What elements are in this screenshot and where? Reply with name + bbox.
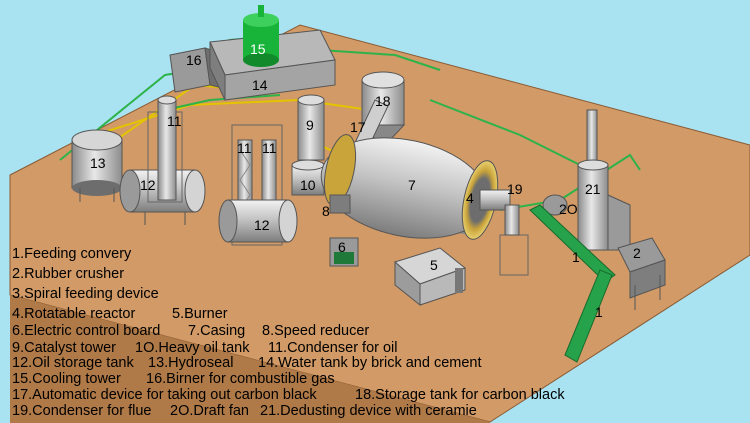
callout-13: 13 (90, 155, 106, 171)
legend-item-6: 6.Electric control board (12, 323, 160, 339)
callout-1-upper: 1 (572, 249, 580, 265)
legend-item-18: 18.Storage tank for carbon black (355, 387, 565, 403)
legend-item-7: 7.Casing (188, 323, 245, 339)
callout-12-right: 12 (254, 217, 270, 233)
callout-16: 16 (186, 52, 202, 68)
callout-6: 6 (338, 239, 346, 255)
callout-17: 17 (350, 119, 366, 135)
legend-item-10: 1O.Heavy oil tank (135, 340, 250, 356)
callout-19: 19 (507, 181, 523, 197)
legend-item-21: 21.Dedusting device with ceramie (260, 403, 477, 419)
legend-item-8: 8.Speed reducer (262, 323, 369, 339)
legend-item-15: 15.Cooling tower (12, 371, 121, 387)
cooling-tower-15 (243, 5, 279, 67)
callout-21: 21 (585, 181, 601, 197)
legend-item-19: 19.Condenser for flue (12, 403, 151, 419)
legend-item-11: 11.Condenser for oil (268, 340, 398, 356)
callout-14: 14 (252, 77, 268, 93)
speed-reducer-8 (330, 195, 350, 213)
callout-1-lower: 1 (595, 304, 603, 320)
callout-8: 8 (322, 203, 330, 219)
legend-item-5: 5.Burner (172, 306, 228, 322)
legend-item-16: 16.Birner for combustible gas (146, 371, 335, 387)
legend-item-13: 13.Hydroseal (148, 355, 233, 371)
callout-11-mid-a: 11 (237, 140, 252, 156)
callout-5: 5 (430, 257, 438, 273)
callout-2: 2 (633, 245, 641, 261)
callout-9: 9 (306, 117, 314, 133)
callout-11-left: 11 (167, 113, 182, 129)
legend-item-12: 12.Oil storage tank (12, 355, 134, 371)
callout-20: 2O (559, 201, 578, 217)
callout-11-mid-b: 11 (262, 140, 277, 156)
callout-12-left: 12 (140, 177, 156, 193)
legend-item-1: 1.Feeding convery (12, 246, 132, 262)
legend-item-9: 9.Catalyst tower (12, 340, 116, 356)
callout-4: 4 (466, 190, 474, 206)
callout-7: 7 (408, 177, 416, 193)
legend-item-14: 14.Water tank by brick and cement (258, 355, 482, 371)
callout-18: 18 (375, 93, 391, 109)
legend-item-3: 3.Spiral feeding device (12, 286, 159, 302)
legend-item-17: 17.Automatic device for taking out carbo… (12, 387, 317, 403)
legend-item-20: 2O.Draft fan (170, 403, 249, 419)
legend-item-2: 2.Rubber crusher (12, 266, 124, 282)
legend-item-4: 4.Rotatable reactor (12, 306, 135, 322)
callout-15: 15 (250, 41, 266, 57)
callout-10: 10 (300, 177, 316, 193)
